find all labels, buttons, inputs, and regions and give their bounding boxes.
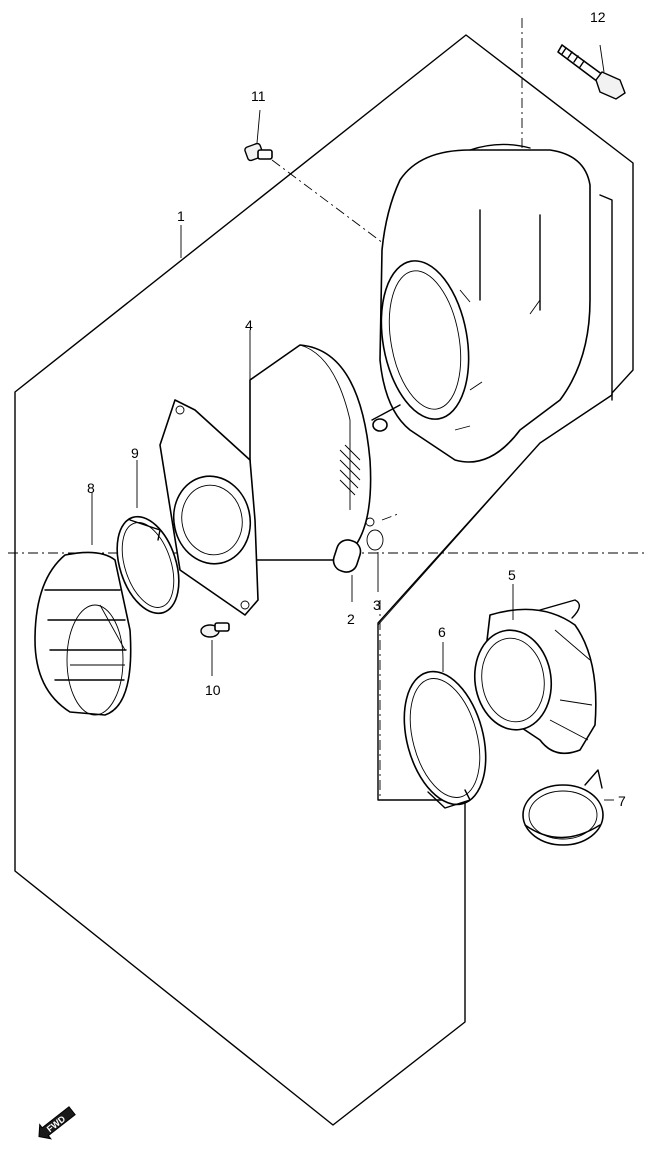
callout-12: 12	[590, 9, 606, 25]
part-9-ring-band	[116, 460, 180, 615]
assembly-boundary	[14, 34, 634, 1126]
part-10-screw	[200, 622, 230, 676]
part-3-clip	[365, 513, 399, 592]
part-6-clamp-band	[403, 642, 487, 809]
callout-8: 8	[87, 480, 95, 496]
part-2-drain-plug	[332, 539, 362, 602]
part-8-cover	[34, 492, 132, 716]
part-11-screw	[244, 109, 273, 162]
callout-11: 11	[251, 88, 266, 104]
callout-5: 5	[508, 567, 516, 583]
forward-arrow-icon	[38, 1106, 76, 1140]
callout-3: 3	[373, 597, 381, 613]
callout-4: 4	[245, 317, 253, 333]
part-7-clamp-ring	[522, 769, 614, 846]
callout-9: 9	[131, 445, 139, 461]
callout-1: 1	[177, 208, 185, 224]
sub-panel-outline	[377, 394, 613, 626]
fwd-badge: FWD	[38, 1106, 76, 1140]
callout-2: 2	[347, 611, 355, 627]
callout-7: 7	[618, 793, 626, 809]
callout-6: 6	[438, 624, 446, 640]
part-12-bolt	[557, 44, 626, 100]
part-5-outlet-tube	[473, 584, 597, 755]
part-4-filter-element	[159, 330, 372, 616]
part-11-leader	[271, 159, 396, 253]
part-1-case-housing	[371, 143, 613, 463]
callout-10: 10	[205, 682, 221, 698]
